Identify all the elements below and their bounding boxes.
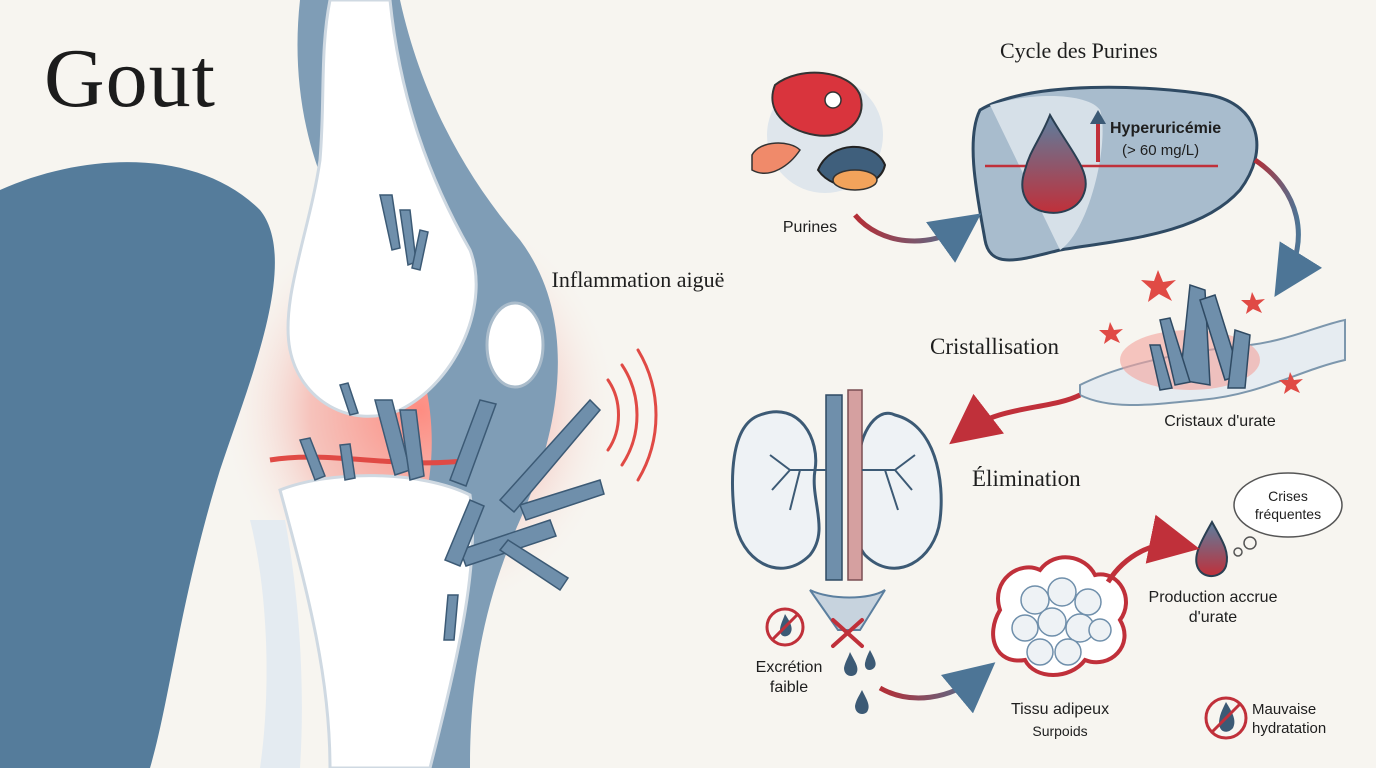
inflammation-label: Inflammation aiguë (551, 267, 725, 292)
adipose-sub-label: Surpoids (1032, 723, 1088, 739)
knee-joint (0, 0, 658, 768)
urate-crystals-label: Cristaux d'urate (1164, 413, 1276, 430)
no-drink-icon (765, 607, 805, 647)
hyperuricemia-threshold: (> 60 mg/L) (1122, 142, 1200, 159)
production-label: Production accrue d'urate (1148, 589, 1278, 626)
crises-label: Crises fréquentes (1254, 488, 1322, 522)
urate-production-drop (1195, 519, 1257, 577)
page-title: Gout (44, 32, 216, 125)
dehydration-icon (1204, 696, 1248, 740)
adipose-tissue-icon (991, 555, 1128, 677)
hydration-label: Mauvaise hydratation (1252, 701, 1327, 737)
purine-foods (751, 71, 887, 193)
liver (971, 85, 1259, 262)
crystals-tissue (1079, 270, 1346, 406)
purines-label: Purines (782, 219, 838, 236)
crises-bubble (1233, 472, 1343, 538)
adipose-label: Tissu adipeux (1010, 701, 1110, 718)
cycle-arrows (853, 157, 1323, 714)
crystallization-title: Cristallisation (930, 334, 1060, 359)
hyperuricemia-label: Hyperuricémie (1110, 120, 1222, 137)
kidneys (731, 389, 943, 714)
excretion-label: Excrétion faible (755, 659, 823, 696)
elimination-title: Élimination (972, 466, 1081, 491)
cycle-title: Cycle des Purines (1000, 38, 1158, 63)
